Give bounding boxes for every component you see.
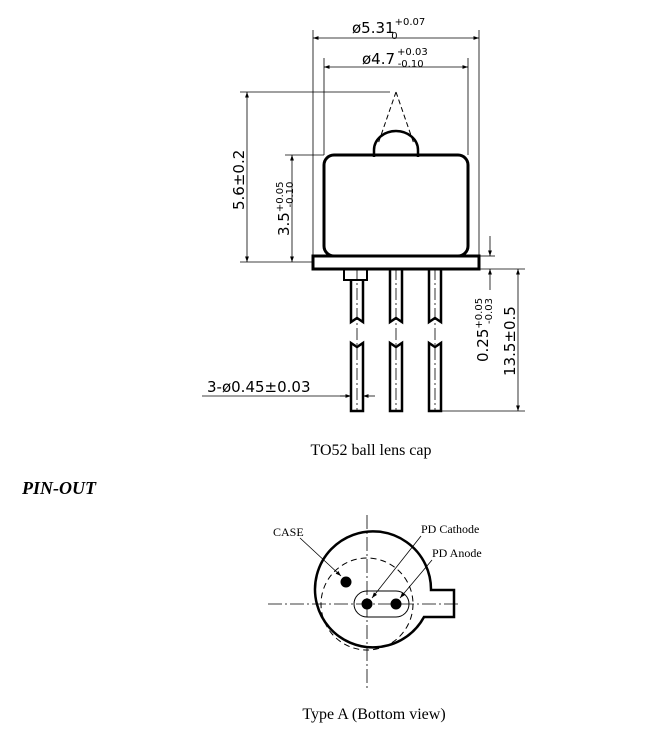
label-pd-anode: PD Anode	[432, 546, 482, 560]
dim-flange-thickness: 0.25+0.05-0.03	[474, 298, 495, 362]
inner-dashed-circle	[320, 557, 414, 651]
dim-lead-length: 13.5±0.5	[501, 306, 519, 376]
pd-anode-pin	[390, 598, 402, 610]
label-case: CASE	[273, 525, 304, 539]
header-outline-with-tab	[313, 530, 456, 649]
dim-total-height: 5.6±0.2	[230, 150, 248, 210]
pin-slot	[353, 590, 410, 618]
ball-lens-dome	[372, 129, 420, 157]
lead-right-lower	[427, 340, 443, 413]
pinout-bottom-view	[268, 515, 460, 690]
pd-cathode-pin	[361, 598, 373, 610]
pinout-caption: Type A (Bottom view)	[302, 706, 445, 723]
lead-stub	[343, 268, 368, 281]
lens-cone-dashed	[377, 91, 415, 145]
dim-lead-diameter: 3-ø0.45±0.03	[207, 378, 311, 396]
label-leaders	[299, 535, 433, 599]
cap-body	[322, 153, 470, 258]
case-pin	[340, 576, 352, 588]
flange	[311, 254, 481, 271]
lead-center-lower	[388, 340, 404, 413]
to52-side-view	[202, 30, 525, 413]
extension-lines	[202, 30, 525, 412]
label-pd-cathode: PD Cathode	[421, 522, 479, 536]
drawing-caption: TO52 ball lens cap	[310, 442, 431, 459]
lead-centerlines	[356, 268, 436, 412]
lead-left-lower	[349, 340, 365, 413]
section-title: PIN-OUT	[21, 478, 97, 498]
dim-cap-height: 3.5+0.05-0.10	[275, 181, 296, 236]
dim-inner-diameter: ø4.7+0.03-0.10	[362, 47, 428, 70]
dimension-lines	[245, 36, 520, 411]
